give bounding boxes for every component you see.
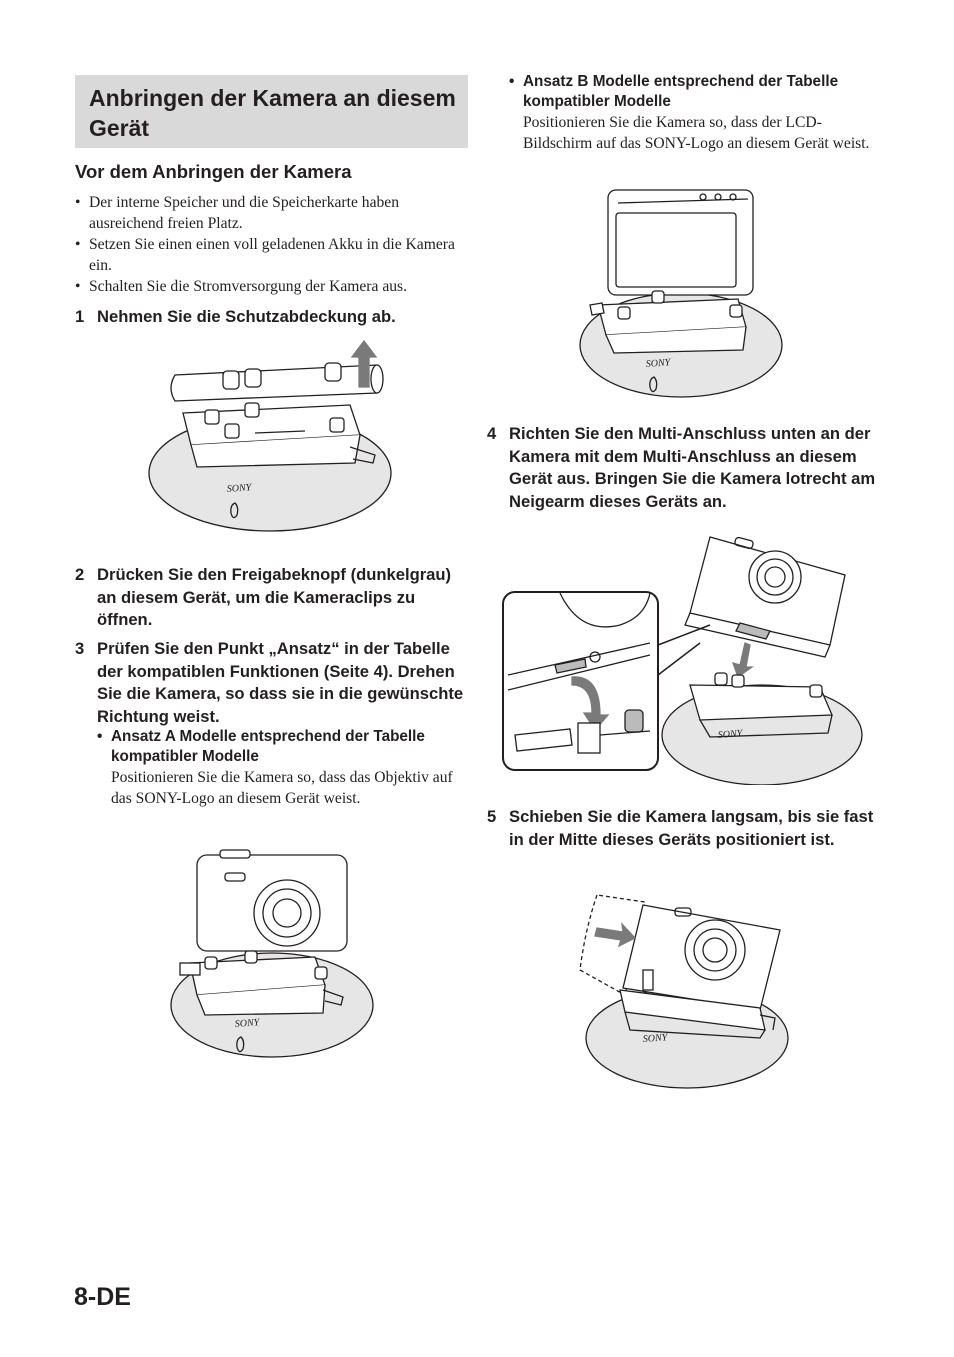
sony-logo: SONY bbox=[645, 357, 672, 370]
step-number: 5 bbox=[487, 807, 497, 826]
section-title-box: Anbringen der Kamera an diesem Gerät bbox=[75, 75, 468, 148]
step-4: 4 Richten Sie den Multi-Anschluss unten … bbox=[487, 423, 882, 513]
sony-logo: SONY bbox=[642, 1032, 669, 1045]
step-text: Drücken Sie den Freigabeknopf (dunkelgra… bbox=[97, 565, 452, 629]
step-text: Schieben Sie die Kamera langsam, bis sie… bbox=[509, 807, 874, 849]
step-number: 1 bbox=[75, 307, 85, 326]
step-text: Richten Sie den Multi-Anschluss unten an… bbox=[509, 424, 876, 511]
page-number: 8-DE bbox=[74, 1283, 131, 1311]
step-number: 3 bbox=[75, 639, 85, 658]
figure-align-connector: SONY bbox=[502, 536, 863, 785]
section-title: Anbringen der Kamera an diesem Gerät bbox=[89, 85, 456, 141]
subheading: Vor dem Anbringen der Kamera bbox=[75, 161, 352, 182]
figure-slide-camera: SONY bbox=[579, 894, 789, 1089]
approach-b-body: Positionieren Sie die Kamera so, dass de… bbox=[523, 114, 870, 152]
approach-a-body: Positionieren Sie die Kamera so, dass da… bbox=[111, 769, 453, 807]
step-text: Prüfen Sie den Punkt „Ansatz“ in der Tab… bbox=[97, 639, 464, 726]
approach-b-heading: Ansatz B Modelle entsprechend der Tabell… bbox=[509, 72, 881, 112]
sony-logo: SONY bbox=[717, 728, 744, 741]
figure-approach-a: SONY bbox=[170, 849, 374, 1058]
step-2: 2 Drücken Sie den Freigabeknopf (dunkelg… bbox=[75, 564, 468, 632]
step-number: 2 bbox=[75, 565, 85, 584]
step-1: 1 Nehmen Sie die Schutzabdeckung ab. bbox=[75, 306, 468, 329]
step-text: Nehmen Sie die Schutzabdeckung ab. bbox=[97, 307, 396, 326]
step-3: 3 Prüfen Sie den Punkt „Ansatz“ in der T… bbox=[75, 638, 468, 728]
figure-approach-b: SONY bbox=[579, 189, 783, 398]
approach-b: Ansatz B Modelle entsprechend der Tabell… bbox=[509, 72, 881, 154]
prerequisite-item: Setzen Sie einen einen voll geladenen Ak… bbox=[75, 234, 467, 276]
figure-remove-cover: SONY bbox=[148, 339, 392, 532]
prerequisite-item: Schalten Sie die Stromversorgung der Kam… bbox=[75, 276, 467, 297]
sony-logo: SONY bbox=[226, 482, 253, 495]
step-5: 5 Schieben Sie die Kamera langsam, bis s… bbox=[487, 806, 882, 851]
prerequisite-item: Der interne Speicher und die Speicherkar… bbox=[75, 192, 467, 234]
approach-a-heading: Ansatz A Modelle entsprechend der Tabell… bbox=[97, 727, 469, 767]
prerequisite-list: Der interne Speicher und die Speicherkar… bbox=[75, 192, 467, 297]
sony-logo: SONY bbox=[234, 1017, 261, 1030]
approach-a: Ansatz A Modelle entsprechend der Tabell… bbox=[97, 727, 469, 809]
step-number: 4 bbox=[487, 424, 497, 443]
